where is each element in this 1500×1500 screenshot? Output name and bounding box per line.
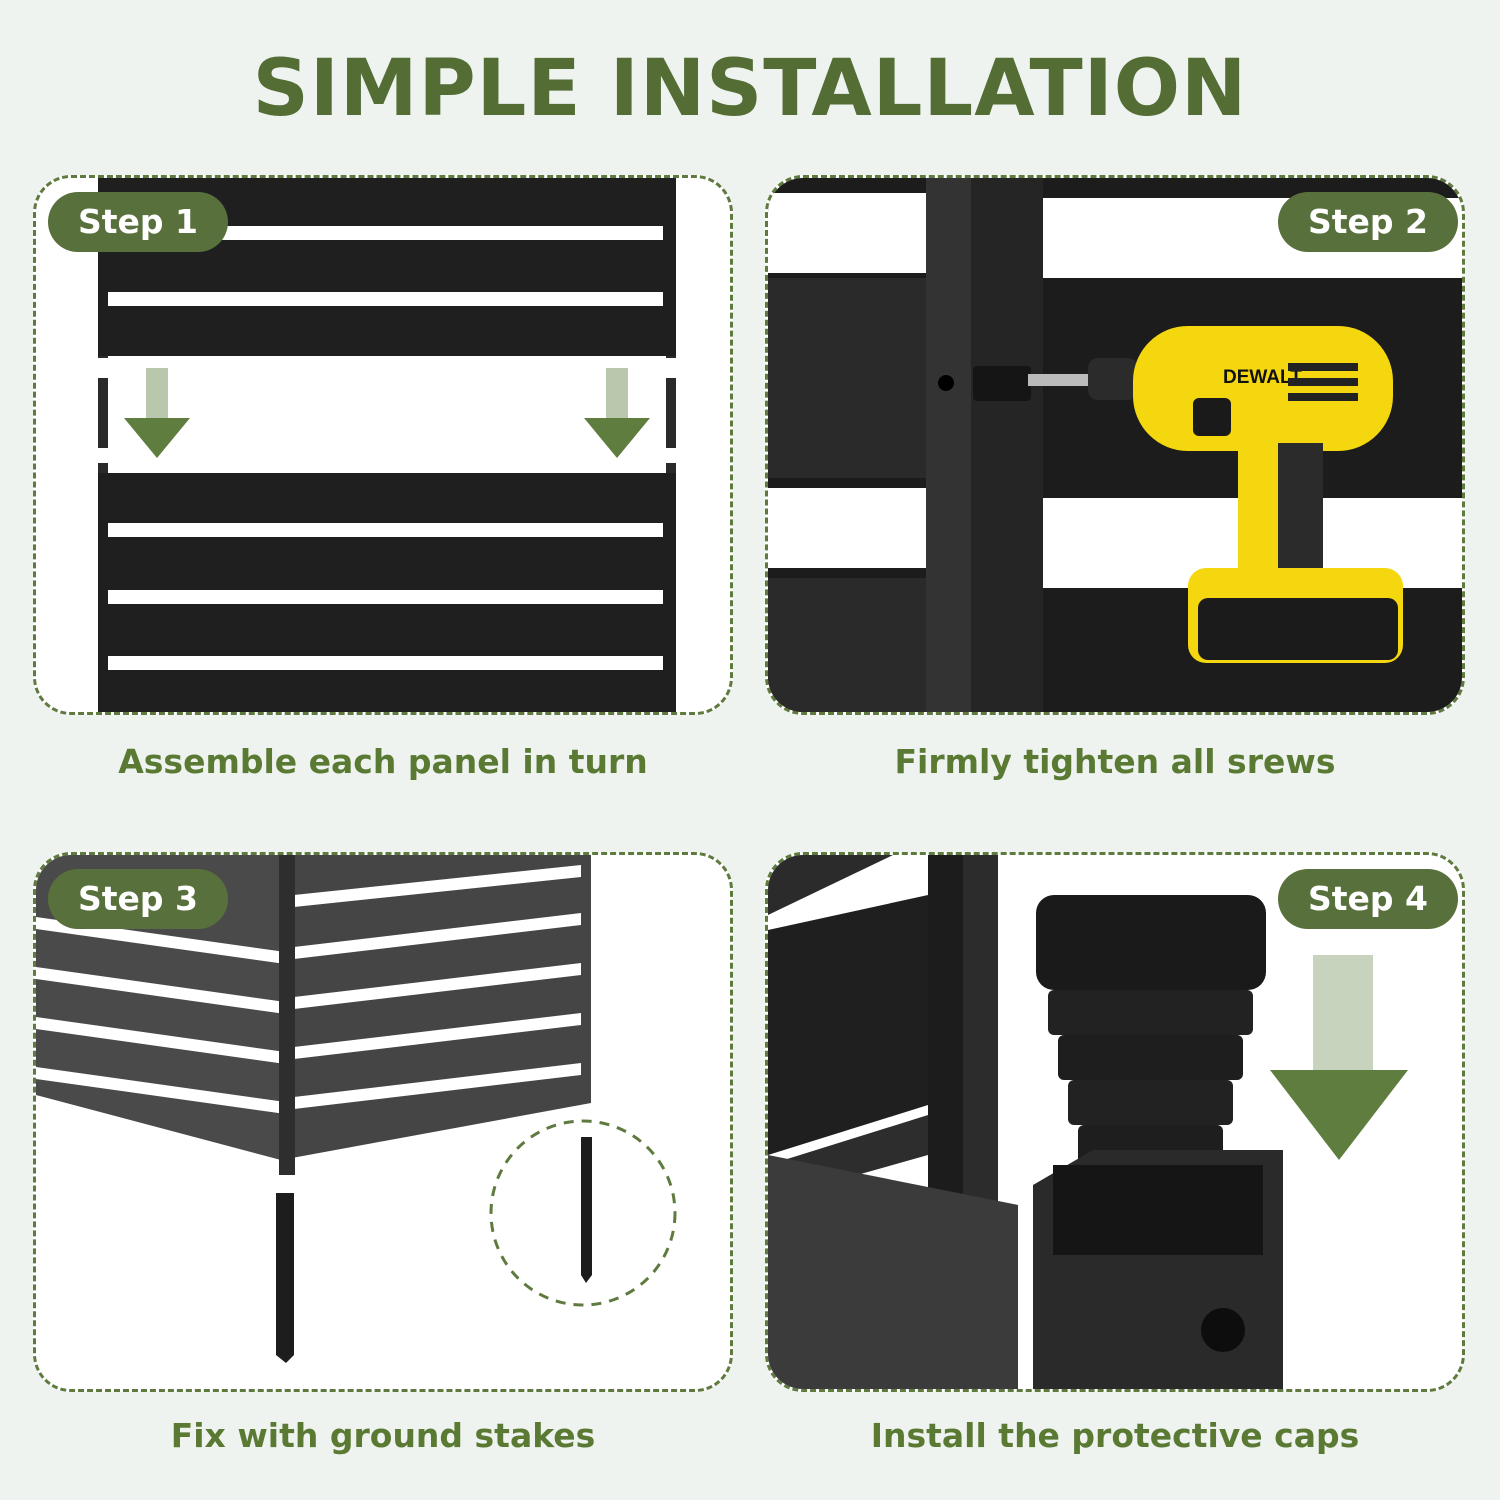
step-2-card: DEWALT Step 2	[765, 175, 1465, 715]
down-arrow-icon	[1270, 955, 1408, 1160]
step-4-card: Step 4	[765, 852, 1465, 1392]
down-arrow-icon	[124, 368, 190, 458]
drill-illustration: DEWALT	[768, 178, 1462, 712]
page-title: SIMPLE INSTALLATION	[252, 44, 1248, 134]
step-3-card: Step 3	[33, 852, 733, 1392]
ground-stake-icon	[276, 1193, 294, 1363]
step-2-caption: Firmly tighten all srews	[894, 742, 1336, 781]
step-3-caption: Fix with ground stakes	[170, 1416, 596, 1455]
svg-text:DEWALT: DEWALT	[1223, 367, 1302, 388]
ground-stake-illustration	[36, 855, 677, 1363]
post-cap-icon	[1036, 895, 1266, 1170]
step-1-card: Step 1	[33, 175, 733, 715]
down-arrow-icon	[584, 368, 650, 458]
drill-icon: DEWALT	[1028, 326, 1403, 663]
panel-assembly-illustration	[98, 178, 676, 712]
step-4-caption: Install the protective caps	[870, 1416, 1360, 1455]
step-3-badge: Step 3	[48, 869, 228, 929]
post-cap-illustration	[768, 855, 1408, 1389]
step-2-badge: Step 2	[1278, 192, 1458, 252]
step-1-caption: Assemble each panel in turn	[118, 742, 648, 781]
step-4-badge: Step 4	[1278, 869, 1458, 929]
step-1-badge: Step 1	[48, 192, 228, 252]
